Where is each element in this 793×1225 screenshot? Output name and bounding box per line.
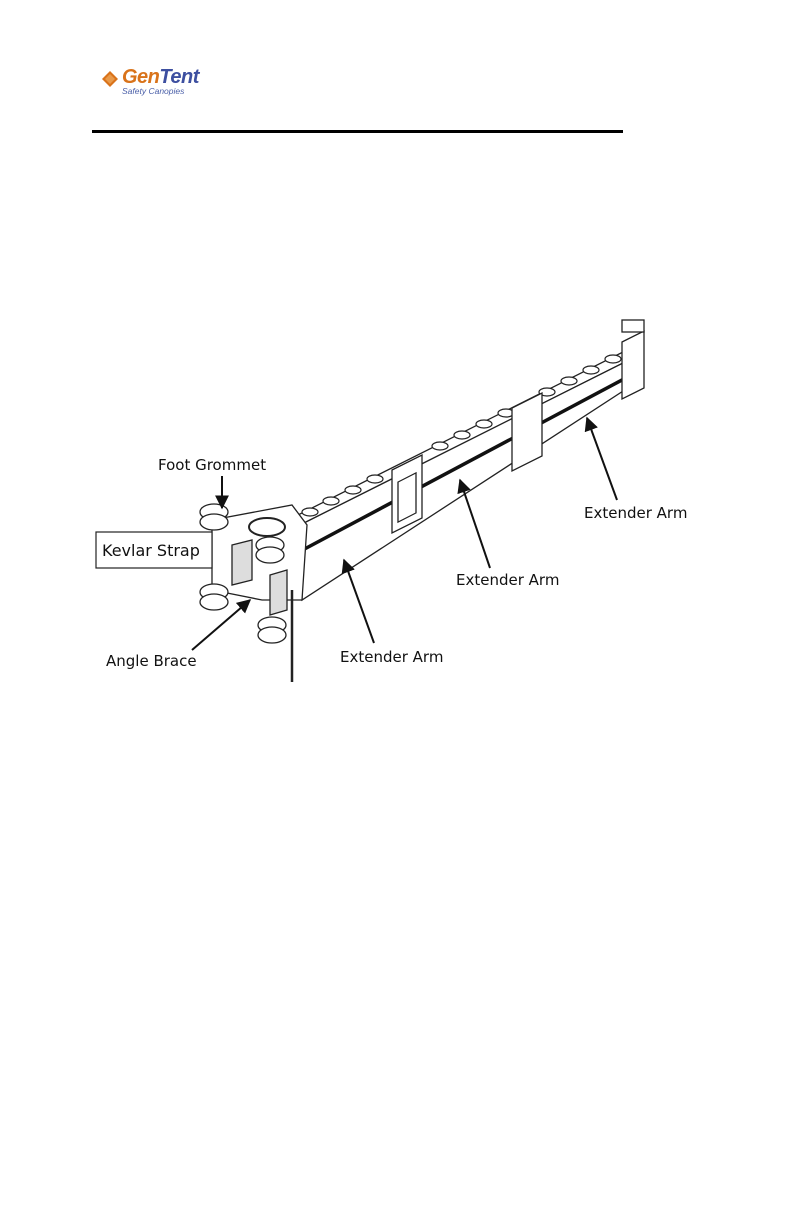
header-rule xyxy=(92,130,623,133)
foot-assembly xyxy=(200,504,307,682)
extender-arm-diagram: Foot Grommet Kevlar Strap Angle Brace Ex… xyxy=(92,300,702,690)
arrow-extender-arm-3 xyxy=(587,418,617,500)
label-extender-arm-1: Extender Arm xyxy=(340,648,443,666)
extender-beam xyxy=(292,350,637,600)
logo-tagline: Safety Canopies xyxy=(122,86,184,96)
logo-word-tent: Tent xyxy=(159,66,198,88)
logo-wordmark: GenTent xyxy=(122,66,199,88)
arrow-extender-arm-2 xyxy=(460,480,490,568)
label-foot-grommet: Foot Grommet xyxy=(158,456,266,474)
label-angle-brace: Angle Brace xyxy=(106,652,197,670)
diamond-logo-icon xyxy=(102,71,118,87)
gentent-logo: GenTent Safety Canopies xyxy=(102,66,212,100)
logo-word-gen: Gen xyxy=(122,66,159,88)
label-kevlar-strap: Kevlar Strap xyxy=(102,541,200,560)
arrow-extender-arm-1 xyxy=(344,560,374,643)
label-extender-arm-3: Extender Arm xyxy=(584,504,687,522)
label-extender-arm-2: Extender Arm xyxy=(456,571,559,589)
